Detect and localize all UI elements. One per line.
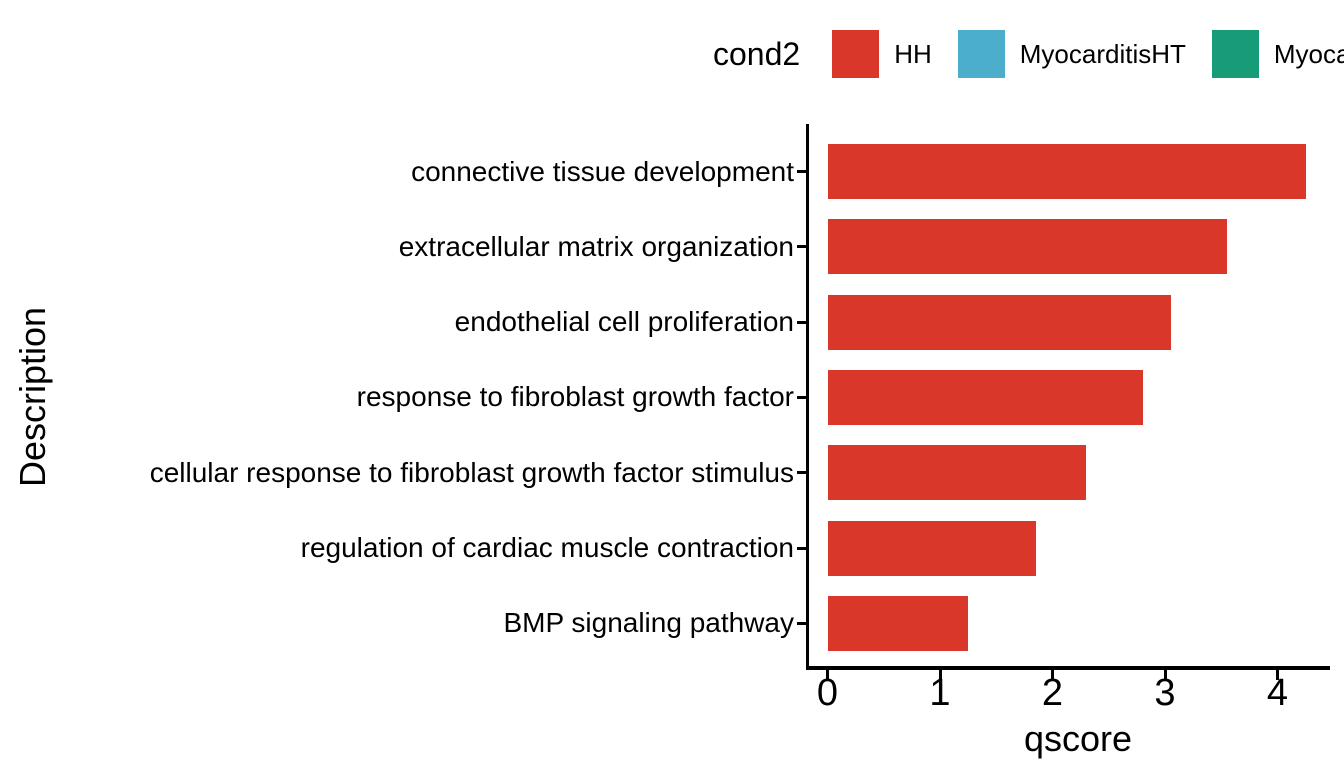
bar [827,445,1087,501]
y-axis-tick [797,320,806,324]
x-axis-tick-label: 1 [929,672,951,714]
x-axis-tick-label: 4 [1266,672,1289,714]
legend-item: MyocarditisHT [957,30,1186,78]
bar [827,369,1143,425]
category-label: cellular response to fibroblast growth f… [149,456,794,488]
category-label: BMP signaling pathway [503,607,794,639]
legend-item: HH [832,30,932,78]
x-axis-tick-label: 2 [1041,672,1064,714]
legend-key-swatch [832,30,880,78]
bar [827,144,1306,199]
legend-label: HH [894,38,932,69]
category-label: regulation of cardiac muscle contraction [300,532,794,563]
x-axis-tick [1163,670,1167,680]
legend-key-swatch [1211,30,1259,78]
category-label: extracellular matrix organization [398,230,794,262]
y-axis-tick [797,395,806,399]
legend-key-swatch [957,30,1005,78]
legend-title: cond2 [713,35,801,72]
x-axis-tick [1276,670,1279,680]
x-axis-title: qscore [1023,718,1133,759]
legend: cond2 HH MyocarditisHT Myocard [713,30,1344,78]
legend-label: MyocarditisHT [1019,38,1186,69]
category-label: response to fibroblast growth factor [356,381,794,413]
y-axis-tick [797,621,806,625]
bar [827,520,1036,576]
legend-items: HH MyocarditisHT Myocard [800,30,1344,78]
y-axis-line [806,124,809,670]
bar [827,595,969,651]
category-label: connective tissue development [411,155,794,187]
x-axis-tick [826,670,829,680]
x-axis-tick [1051,670,1054,680]
legend-item: Myocard [1211,30,1344,78]
y-axis-tick [797,245,806,249]
y-axis-tick [797,170,806,173]
category-label: endothelial cell proliferation [454,306,794,338]
x-axis-tick [938,670,942,680]
y-axis-tick [797,546,806,550]
x-axis-line [806,666,1330,670]
bar [827,294,1171,350]
y-axis-tick [797,471,806,475]
x-axis-tick-label: 0 [816,672,839,714]
bar [827,219,1227,275]
legend-label: Myocard [1273,38,1344,69]
x-axis-tick-label: 3 [1154,672,1176,714]
